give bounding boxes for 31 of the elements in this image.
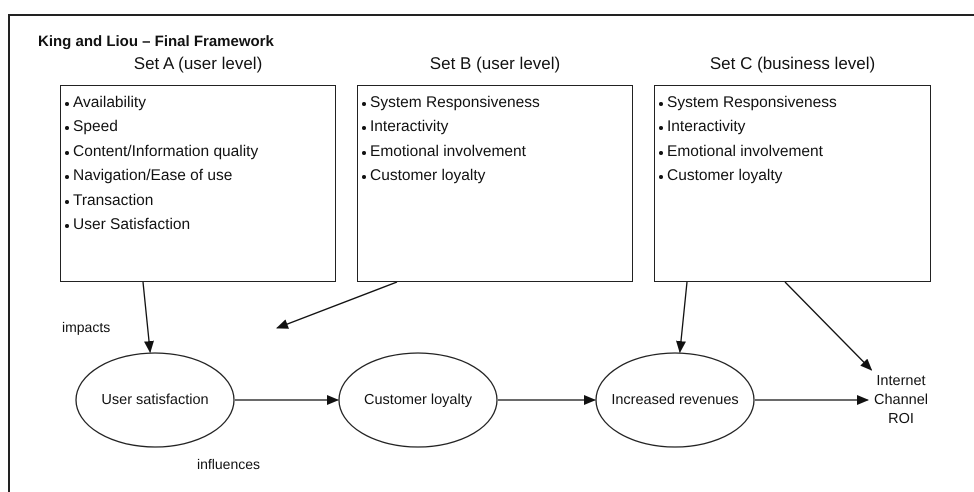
set-heading: Set A (user level) xyxy=(132,54,264,74)
arrow xyxy=(784,282,872,371)
arrow xyxy=(276,281,398,329)
relation-label: impacts xyxy=(62,319,110,335)
arrow xyxy=(676,282,688,354)
node-text: Internet Channel ROI xyxy=(872,372,929,428)
set-heading: Set B (user level) xyxy=(428,54,562,74)
bullet-item: Content/Information quality xyxy=(65,142,258,161)
bullet-item: Availability xyxy=(65,94,146,112)
bullet-item: System Responsiveness xyxy=(362,94,540,112)
arrow xyxy=(235,395,339,405)
bullet-item: Interactivity xyxy=(362,118,448,136)
arrow xyxy=(142,282,154,354)
arrow xyxy=(755,395,869,405)
bullet-item: Speed xyxy=(65,118,118,136)
bullet-item: System Responsiveness xyxy=(659,94,837,112)
arrow xyxy=(498,395,596,405)
bullet-item: Customer loyalty xyxy=(362,167,486,186)
bullet-item: Customer loyalty xyxy=(659,167,782,186)
bullet-item: Emotional involvement xyxy=(362,142,526,161)
bullet-item: User Satisfaction xyxy=(65,216,190,234)
bullet-item: Emotional involvement xyxy=(659,142,823,161)
ellipse-node: Customer loyalty xyxy=(338,352,498,448)
diagram-title: King and Liou – Final Framework xyxy=(38,33,274,50)
relation-label: influences xyxy=(197,456,260,472)
bullet-item: Transaction xyxy=(65,192,154,210)
ellipse-node: Increased revenues xyxy=(595,352,755,448)
ellipse-node: User satisfaction xyxy=(75,352,235,448)
bullet-item: Interactivity xyxy=(659,118,746,136)
bullet-item: Navigation/Ease of use xyxy=(65,167,232,186)
set-heading: Set C (business level) xyxy=(708,54,876,74)
